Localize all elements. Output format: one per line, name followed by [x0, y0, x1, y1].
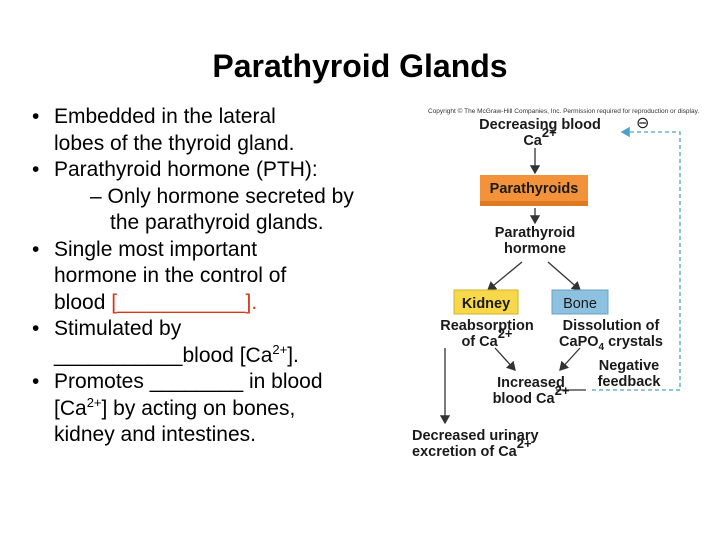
ca-text: Ca	[523, 133, 542, 149]
decreased-excretion-label: Decreased urinary excretion of Ca2+	[412, 428, 562, 460]
pth-text: Parathyroid	[494, 225, 576, 241]
decreasing-text: Decreasing blood	[479, 117, 601, 133]
bone-label: Bone	[563, 296, 597, 312]
parathyroids-label: Parathyroids	[489, 181, 579, 197]
bullet-text: kidney and intestines.	[54, 423, 256, 446]
bullet-marker: •	[32, 317, 40, 340]
diagram-arrows	[439, 126, 681, 425]
bullet-text: Embedded in the lateral	[54, 105, 276, 128]
sub-bullet-item: – Only hormone secreted by the parathyro…	[32, 184, 392, 237]
bullet-text: ___________blood [Ca	[54, 343, 273, 367]
pth-label: Parathyroid hormone	[470, 225, 600, 257]
bullet-marker: •	[32, 237, 40, 261]
bullet-item: • Single most important hormone in the c…	[32, 237, 392, 317]
arrow	[547, 261, 581, 291]
increased-label: Increased blood Ca2+	[476, 375, 586, 407]
dissolution-text: Dissolution of	[562, 318, 660, 334]
fill-in-blank: [___________].	[111, 290, 258, 314]
negative-text: feedback	[597, 374, 661, 390]
bullet-text: Stimulated by	[54, 317, 182, 340]
negative-text: Negative	[598, 358, 660, 374]
bullet-text: ] by acting on bones,	[101, 396, 296, 420]
pth-feedback-diagram: Copyright © The McGraw-Hill Companies, I…	[410, 100, 700, 470]
reabsorption-text: of Ca	[461, 334, 498, 350]
sub-bullet-text: Only hormone secreted by	[107, 184, 354, 208]
minus-icon: ⊖	[636, 115, 650, 132]
sub-bullet-text: the parathyroid glands.	[110, 211, 324, 234]
feedback-arrow	[592, 126, 681, 391]
bullet-item: • Embedded in the lateral lobes of the t…	[32, 104, 392, 157]
bullet-marker: •	[32, 158, 40, 181]
superscript: 2+	[272, 341, 288, 357]
reabsorption-text: Reabsorption	[440, 318, 534, 334]
increased-text: blood Ca	[492, 391, 555, 407]
arrow	[486, 261, 523, 291]
increased-text: Increased	[497, 375, 565, 391]
bullet-item: • Promotes ________ in blood [Ca2+] by a…	[32, 369, 392, 449]
dissolution-text: crystals	[604, 334, 663, 350]
bullet-text: [Ca	[54, 396, 87, 420]
arrow	[494, 347, 516, 371]
kidney-box	[453, 289, 519, 315]
bullet-text: lobes of the thyroid gland.	[54, 131, 295, 155]
ca-superscript: 2+	[541, 125, 557, 140]
dissolution-label: Dissolution of CaPO4 crystals	[548, 318, 674, 356]
kidney-label: Kidney	[461, 296, 511, 312]
sub-bullet-marker: –	[90, 184, 102, 208]
copyright-notice: Copyright © The McGraw-Hill Companies, I…	[428, 108, 700, 115]
ca-superscript: 2+	[497, 326, 513, 341]
decreased-text: excretion of Ca	[412, 444, 517, 460]
negative-feedback-label: Negative feedback	[582, 358, 676, 390]
bullet-text: blood	[54, 290, 112, 314]
bullet-text: hormone in the control of	[54, 264, 287, 287]
reabsorption-label: Reabsorption of Ca2+	[432, 318, 542, 350]
superscript: 2+	[86, 394, 102, 410]
parathyroids-box-shade	[480, 201, 588, 206]
bullet-list: • Embedded in the lateral lobes of the t…	[32, 104, 392, 449]
parathyroids-box	[480, 175, 588, 206]
decreased-text: Decreased urinary	[412, 428, 539, 444]
subscript: 4	[598, 341, 605, 353]
pth-text: hormone	[503, 241, 567, 257]
bullet-text: Single most important	[54, 237, 258, 261]
ca-superscript: 2+	[516, 436, 532, 451]
ca-superscript: 2+	[554, 383, 570, 398]
dissolution-text: CaPO	[559, 334, 599, 350]
bullet-text: Parathyroid hormone (PTH):	[54, 158, 318, 181]
arrow	[559, 347, 581, 371]
bullet-marker: •	[32, 105, 40, 128]
bullet-item: • Parathyroid hormone (PTH):	[32, 157, 392, 184]
bullet-item: • Stimulated by ___________blood [Ca2+].	[32, 316, 392, 369]
bullet-text: Promotes ________ in blood	[54, 370, 323, 393]
bullet-marker: •	[32, 370, 40, 393]
bone-box	[551, 289, 609, 315]
bullet-text: ].	[287, 343, 299, 367]
slide-title: Parathyroid Glands	[212, 48, 508, 84]
decreasing-label: Decreasing blood Ca2+	[460, 117, 620, 149]
